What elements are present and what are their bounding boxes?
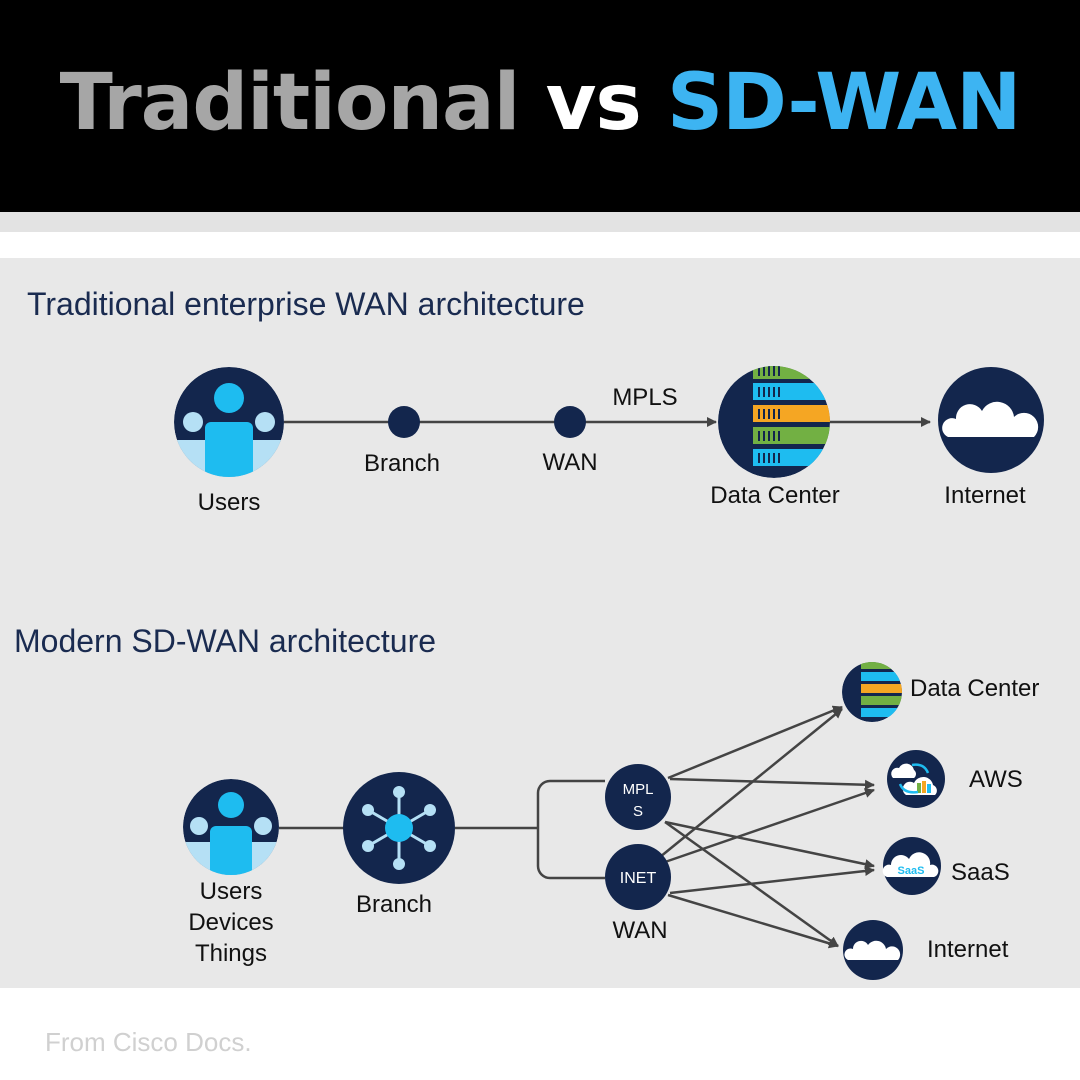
saas-label: SaaS — [951, 859, 1010, 886]
users-label: Users — [198, 489, 261, 516]
internet-label-modern: Internet — [927, 936, 1009, 963]
branch-label: Branch — [364, 450, 440, 477]
branch-hub-icon — [343, 772, 455, 884]
page-title: Traditional vs SD-WAN — [0, 58, 1080, 148]
aws-cloud-icon — [887, 750, 945, 808]
saas-icon-text: SaaS — [898, 865, 925, 877]
traditional-section-title: Traditional enterprise WAN architecture — [27, 286, 585, 322]
things-label: Things — [195, 940, 267, 967]
mpls-node: MPL S — [605, 764, 671, 830]
devices-label: Devices — [188, 909, 273, 936]
branch-label-modern: Branch — [356, 891, 432, 918]
inet-node: INET — [605, 844, 671, 910]
saas-cloud-icon: SaaS — [882, 837, 941, 895]
link-inet-saas — [669, 866, 875, 895]
link-mpls-aws — [669, 777, 875, 790]
mpls-node-label-line2: S — [633, 803, 643, 820]
wan-node — [554, 406, 586, 438]
link-inet-aws — [664, 788, 875, 864]
users-devices-things-icon — [183, 779, 279, 875]
internet-label: Internet — [944, 482, 1026, 509]
link-mpls-saas — [664, 820, 875, 870]
link-branch-wan — [455, 779, 605, 880]
modern-section-title: Modern SD-WAN architecture — [14, 623, 436, 659]
link-mpls-datacenter — [667, 705, 843, 780]
data-center-label: Data Center — [710, 482, 839, 509]
source-credit: From Cisco Docs. — [45, 1027, 252, 1057]
data-center-icon — [718, 366, 830, 478]
data-center-label-modern: Data Center — [910, 675, 1039, 702]
data-center-icon-small — [842, 662, 902, 722]
header-banner: Traditional vs SD-WAN — [0, 0, 1080, 212]
aws-label: AWS — [969, 766, 1023, 793]
title-traditional: Traditional — [59, 58, 521, 148]
wan-label-modern: WAN — [612, 917, 667, 944]
users-icon — [174, 367, 284, 477]
title-vs: vs — [545, 58, 642, 148]
mpls-node-label-line1: MPL — [623, 781, 654, 798]
mpls-label: MPLS — [612, 384, 677, 411]
branch-node — [388, 406, 420, 438]
internet-cloud-icon — [938, 367, 1044, 473]
wan-label: WAN — [542, 449, 597, 476]
link-inet-datacenter — [659, 708, 843, 858]
users-label-modern: Users — [200, 878, 263, 905]
link-inet-internet — [667, 893, 839, 949]
title-sdwan: SD-WAN — [667, 58, 1021, 148]
inet-node-label: INET — [620, 870, 657, 887]
divider — [0, 212, 1080, 232]
internet-cloud-icon-small — [843, 920, 903, 980]
sdwan-links — [659, 705, 875, 949]
